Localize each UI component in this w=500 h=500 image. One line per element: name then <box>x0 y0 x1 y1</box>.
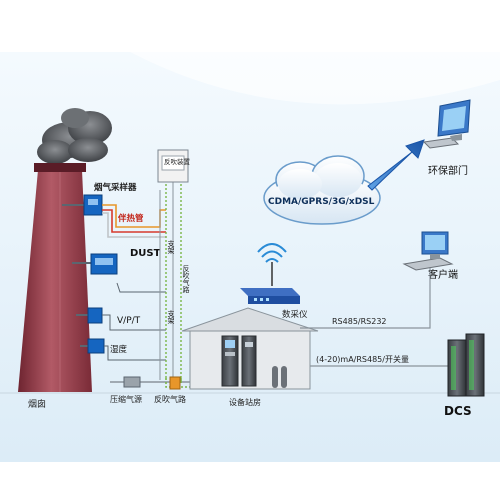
vpt-line <box>102 314 166 331</box>
vpt-device <box>87 307 103 324</box>
humidity-line <box>104 345 166 361</box>
humidity-device <box>87 338 105 354</box>
bracket-label-lower: 支架 <box>167 309 175 325</box>
data-collector-label: 数采仪 <box>282 309 308 320</box>
dust-device <box>90 253 118 275</box>
client-computer-icon <box>402 231 454 271</box>
network-cloud <box>263 155 381 225</box>
chimney-label: 烟囱 <box>28 398 46 410</box>
computer-icon <box>422 99 471 149</box>
dcs-label: DCS <box>444 404 472 418</box>
compressed-air-label: 压缩气源 <box>110 394 142 404</box>
compressed-air-valve <box>123 376 181 390</box>
backflush-air-label: 反吹气路 <box>154 394 186 404</box>
station-room-label: 设备站房 <box>229 397 261 407</box>
sampler-label: 烟气采样器 <box>94 182 137 193</box>
heat-pipe-label: 伴热管 <box>117 213 144 224</box>
data-collector-device <box>240 288 300 304</box>
vpt-label: V/P/T <box>117 316 141 326</box>
smoke-icon <box>37 108 112 164</box>
backflush-device <box>157 149 189 183</box>
client-label: 客户端 <box>428 268 458 281</box>
background-swoosh <box>130 52 500 105</box>
backflush-device-label: 反吹装置 <box>164 157 191 166</box>
backflush-pipe-vertical-label: 反吹气路 <box>182 264 190 294</box>
chimney <box>18 163 92 392</box>
rs485-label: RS485/RS232 <box>332 317 387 326</box>
sampler-device <box>83 194 103 216</box>
cloud-label: CDMA/GPRS/3G/xDSL <box>268 197 375 207</box>
analog-bus-label: (4-20)mA/RS485/开关量 <box>316 354 409 364</box>
gray-vertical-lines <box>159 180 174 380</box>
station-room <box>181 307 319 390</box>
rs485-line <box>300 268 431 329</box>
dust-label: DUST <box>130 248 161 259</box>
humidity-label: 湿度 <box>110 344 128 355</box>
dust-line <box>116 282 166 293</box>
heat-trace-pipes <box>102 204 166 238</box>
wifi-signal-icon <box>257 243 287 263</box>
dcs-cabinets <box>447 333 485 397</box>
upload-arrow-icon <box>367 139 425 191</box>
bracket-label-upper: 支架 <box>167 239 175 255</box>
backflush-vertical-pipe <box>165 180 182 378</box>
env-dept-label: 环保部门 <box>428 164 468 177</box>
